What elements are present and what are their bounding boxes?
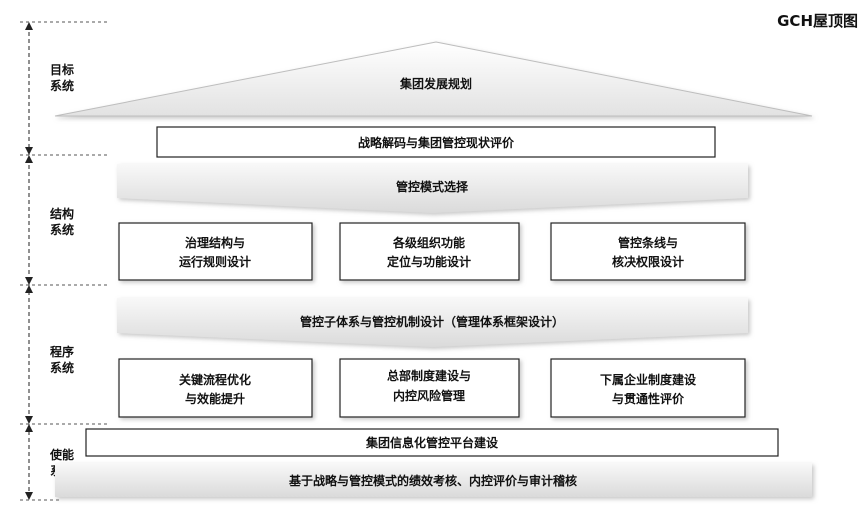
structure-box-organization-line2: 定位与功能设计 [387,254,471,269]
side-label-goal-2: 系统 [50,78,74,93]
side-label-process-2: 系统 [50,360,74,375]
strategy-bar [156,126,716,158]
process-box-hq-rules [339,358,520,418]
side-label-process-1: 程序 [50,344,74,359]
process-box-subsidiary-rules-line2: 与贯通性评价 [612,391,685,406]
structure-box-authority [550,222,746,281]
process-box-subsidiary-rules-line1: 下属企业制度建设 [600,372,697,387]
process-box-subsidiary-rules [550,358,746,418]
structure-box-organization-line1: 各级组织功能 [392,235,465,250]
side-label-goal-1: 目标 [50,62,74,77]
roof-label: 集团发展规划 [399,76,472,91]
side-label-structure-2: 系统 [50,222,74,237]
side-label-structure-1: 结构 [50,206,74,221]
strategy-bar-label: 战略解码与集团管控现状评价 [358,135,515,150]
base-foundation-label: 基于战略与管控模式的绩效考核、内控评价与审计稽核 [288,473,577,488]
brand-title: GCH屋顶图 [777,12,858,30]
structure-banner [117,164,748,213]
left-scale [20,21,110,501]
process-box-hq-rules-line2: 内控风险管理 [393,388,465,403]
process-box-workflow [118,358,313,418]
structure-box-governance-line2: 运行规则设计 [179,254,251,269]
roof [54,41,813,117]
structure-box-authority-line2: 核决权限设计 [612,254,684,269]
process-box-workflow-line2: 与效能提升 [185,391,245,406]
process-box-hq-rules-line1: 总部制度建设与 [387,368,471,383]
enable-bar-label: 集团信息化管控平台建设 [365,435,499,450]
structure-banner-label: 管控模式选择 [396,179,469,194]
process-banner [117,298,748,347]
structure-box-authority-line1: 管控条线与 [618,235,678,250]
process-banner-label: 管控子体系与管控机制设计（管理体系框架设计） [300,314,564,329]
structure-box-governance-line1: 治理结构与 [185,235,245,250]
structure-box-governance [118,222,313,281]
side-label-enable-1: 使能 [49,447,74,462]
enable-bar [85,428,779,457]
process-box-workflow-line1: 关键流程优化 [179,372,251,387]
structure-box-organization [339,222,520,281]
base-foundation [55,463,812,497]
